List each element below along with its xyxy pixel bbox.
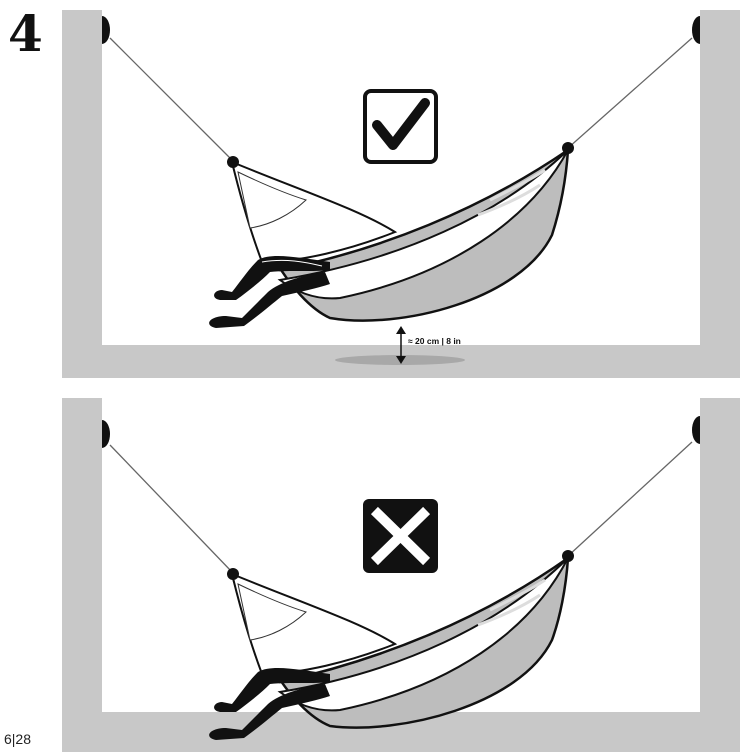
left-rope — [109, 444, 233, 573]
clearance-indicator: ≈ 20 cm | 8 in — [396, 326, 461, 364]
left-rope — [109, 37, 233, 161]
left-knot — [227, 156, 239, 168]
left-hook-icon — [102, 16, 110, 44]
right-wall — [700, 10, 740, 378]
left-wall — [62, 10, 102, 378]
cross-icon — [363, 499, 438, 573]
right-rope — [567, 37, 693, 149]
right-knot — [562, 142, 574, 154]
right-wall — [700, 398, 740, 752]
person-legs — [209, 256, 330, 328]
left-hook-icon — [102, 420, 110, 448]
person-legs — [209, 668, 330, 740]
step-number: 4 — [8, 4, 43, 63]
right-knot — [562, 550, 574, 562]
left-knot — [227, 568, 239, 580]
right-hook-icon — [692, 416, 700, 444]
right-rope — [567, 441, 693, 557]
clearance-label: ≈ 20 cm | 8 in — [408, 336, 461, 346]
checkmark-icon — [363, 89, 438, 164]
right-hook-icon — [692, 16, 700, 44]
left-wall — [62, 398, 102, 752]
hammock — [230, 555, 570, 729]
wrong-hanging-panel — [62, 398, 740, 752]
page-number: 6|28 — [4, 731, 31, 747]
correct-hanging-panel: ≈ 20 cm | 8 in — [62, 10, 740, 378]
